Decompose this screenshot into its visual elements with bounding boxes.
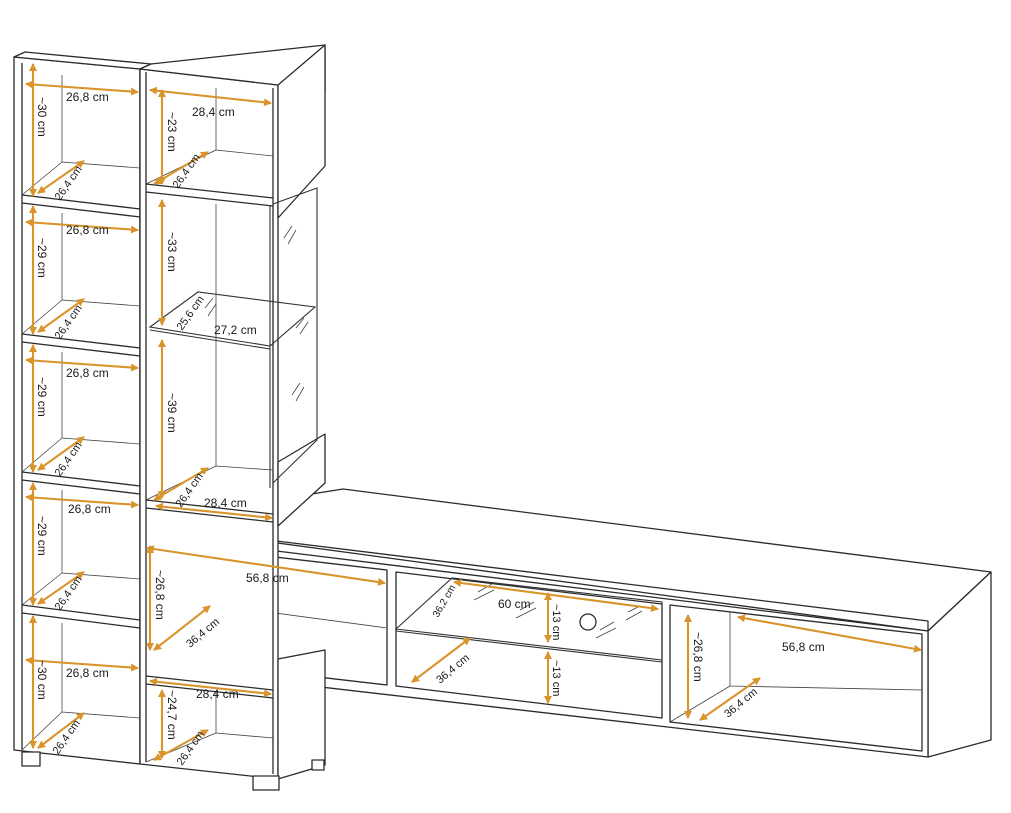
tv-middle-upper-height-label: ~13 cm [550,604,562,640]
dimension-arrows [25,63,922,761]
right-top-width-label: 28,4 cm [192,105,235,119]
left-width-label: 26,8 cm [66,223,109,237]
tall-cabinet-left [13,51,152,767]
right-bottom-height-label: ~24,7 cm [165,690,179,740]
tv-left-width-label: 56,8 cm [246,571,289,585]
right-bottom-width-label: 28,4 cm [196,687,239,701]
left-height-label: ~29 cm [35,516,49,556]
left-height-label: ~30 cm [35,660,49,700]
tv-middle-lower-height-label: ~13 cm [550,660,562,696]
left-width-label: 26,8 cm [66,666,109,680]
tv-right-height-label: ~26,8 cm [691,632,705,682]
glass-lower-height-label: ~39 cm [165,393,179,433]
tall-cabinet-right [139,44,326,791]
left-width-label: 26,8 cm [66,366,109,380]
tv-middle-width-label: 60 cm [498,597,531,611]
left-width-label: 26,8 cm [66,90,109,104]
left-width-label: 26,8 cm [68,502,111,516]
left-height-label: ~29 cm [35,238,49,278]
tv-left-height-label: ~26,8 cm [153,570,167,620]
left-height-label: ~30 cm [35,97,49,137]
left-height-label: ~29 cm [35,377,49,417]
glass-shelf-width-label: 27,2 cm [214,323,257,337]
glass-bottom-width-label: 28,4 cm [204,496,247,510]
tv-right-width-label: 56,8 cm [782,640,825,654]
right-top-height-label: ~23 cm [165,112,179,152]
furniture-outline [13,44,992,791]
glass-upper-height-label: ~33 cm [165,232,179,272]
